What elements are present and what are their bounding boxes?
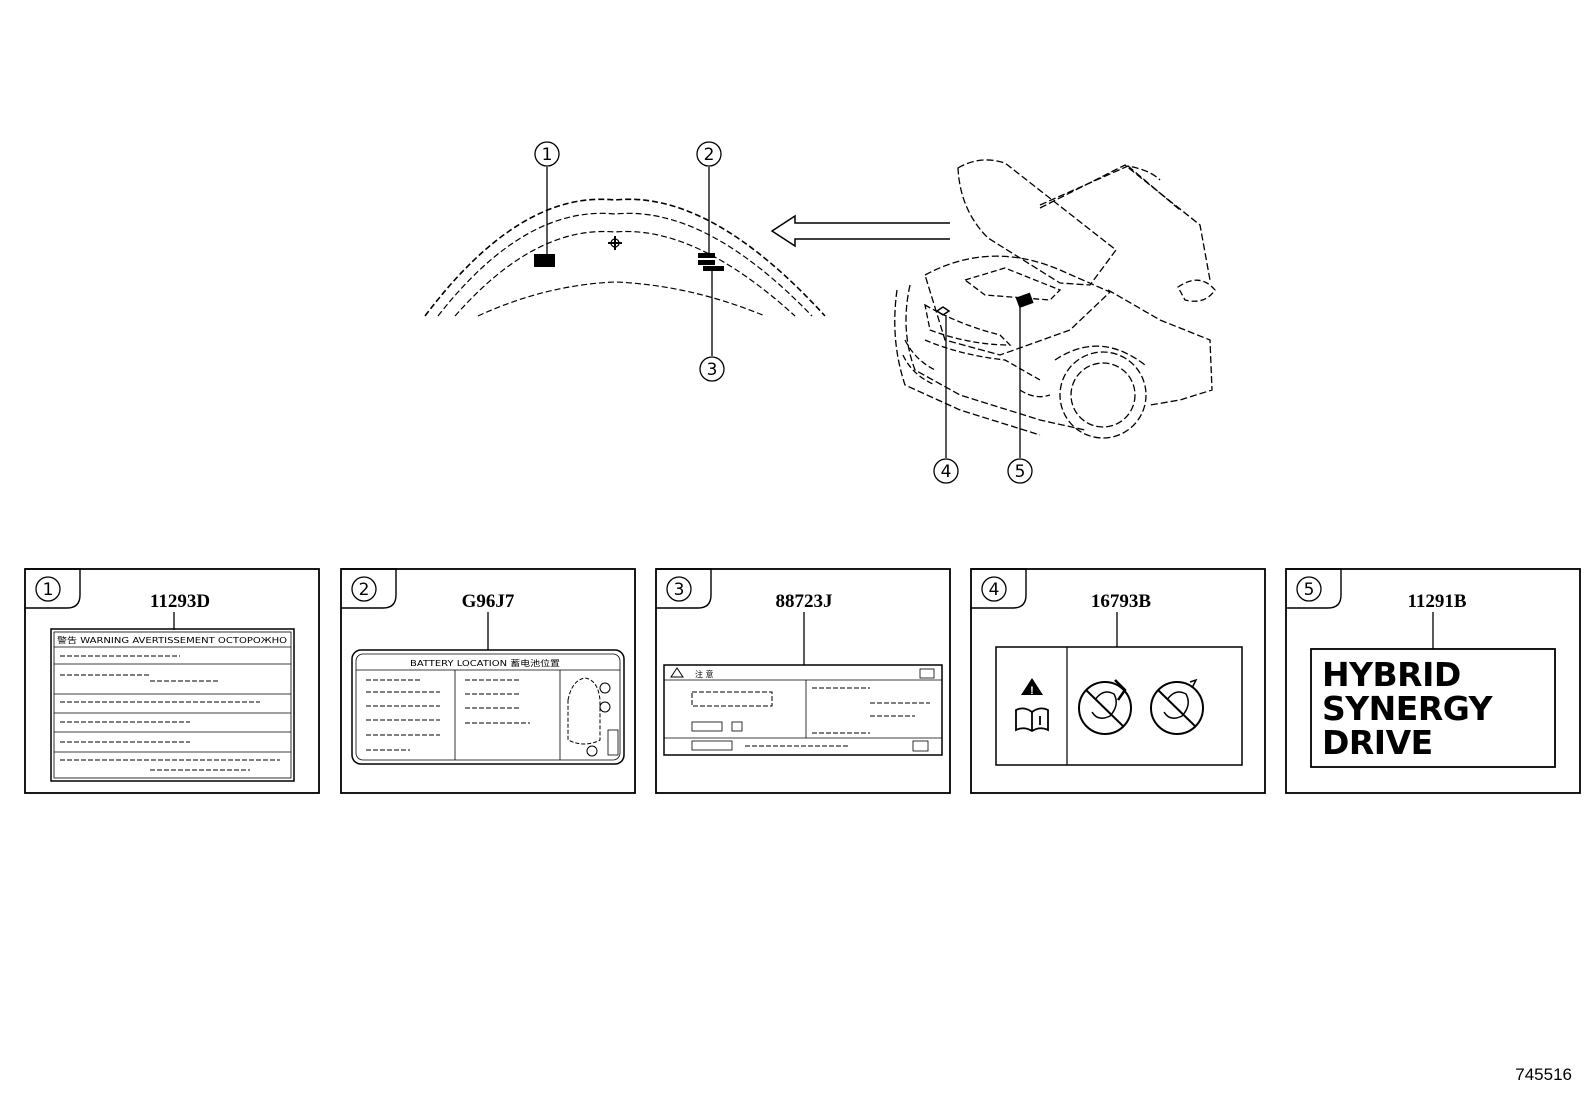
warning-triangle-icon	[1021, 678, 1043, 695]
svg-text:2: 2	[359, 580, 370, 600]
part-number-11293D: 11293D	[150, 591, 210, 612]
figure-id: 745516	[1515, 1065, 1572, 1084]
part-number-88723J: 88723J	[776, 591, 833, 612]
svg-text:1: 1	[542, 145, 553, 165]
car-front-view	[894, 159, 1216, 458]
hybrid-synergy-drive-emblem	[1310, 648, 1556, 768]
battery-location-header: BATTERY LOCATION 蓄电池位置	[410, 658, 560, 668]
svg-text:2: 2	[704, 145, 715, 165]
label-panel-2: 2 G96J7 BATTERY LOCATION 蓄电池位置	[340, 568, 636, 794]
part-number-G96J7: G96J7	[462, 591, 515, 612]
part-number-11291B: 11291B	[1407, 591, 1466, 612]
svg-text:3: 3	[707, 360, 718, 380]
no-tools-fan-icon	[1150, 678, 1204, 735]
svg-text:4: 4	[989, 580, 1000, 600]
emblem-line-1: HYBRID	[1322, 655, 1461, 694]
label-panel-3: 3 88723J 注 意	[655, 568, 951, 794]
callout-1: 1	[534, 141, 560, 167]
label-panel-1: 1 11293D 警告 WARNING AVERTISSEMENT ОСТОРО…	[24, 568, 320, 794]
label-1-location	[534, 254, 555, 267]
hood-underside-view	[424, 167, 826, 356]
emblem-line-3: DRIVE	[1322, 723, 1433, 762]
svg-text:5: 5	[1304, 580, 1315, 600]
callout-2: 2	[696, 141, 722, 167]
warning-label-header: 警告 WARNING AVERTISSEMENT ОСТОРОЖНО	[57, 635, 287, 645]
battery-location-sticker	[351, 649, 625, 765]
fan-warning-sticker	[995, 646, 1243, 766]
callout-3: 3	[699, 356, 725, 382]
label-3-location	[703, 266, 724, 271]
label-panel-5: 5 11291B HYBRID SYNERGY DRIVE	[1285, 568, 1581, 794]
svg-text:3: 3	[674, 580, 685, 600]
label-panel-4: 4 16793B !	[970, 568, 1266, 794]
svg-text:4: 4	[941, 462, 952, 482]
label-2-location	[698, 253, 715, 258]
part-number-16793B: 16793B	[1091, 591, 1152, 612]
warning-label-sticker	[50, 628, 295, 782]
caution-label-header: 注 意	[695, 669, 714, 679]
callout-5: 5	[1007, 458, 1033, 484]
svg-text:1: 1	[43, 580, 54, 600]
manual-book-icon	[1015, 707, 1049, 733]
caution-label-sticker	[663, 664, 943, 756]
emblem-line-2: SYNERGY	[1322, 689, 1494, 728]
no-hands-fan-icon	[1078, 679, 1132, 735]
svg-text:5: 5	[1015, 462, 1026, 482]
callout-4: 4	[933, 458, 959, 484]
svg-text:!: !	[1030, 685, 1034, 697]
view-arrow	[770, 214, 950, 248]
